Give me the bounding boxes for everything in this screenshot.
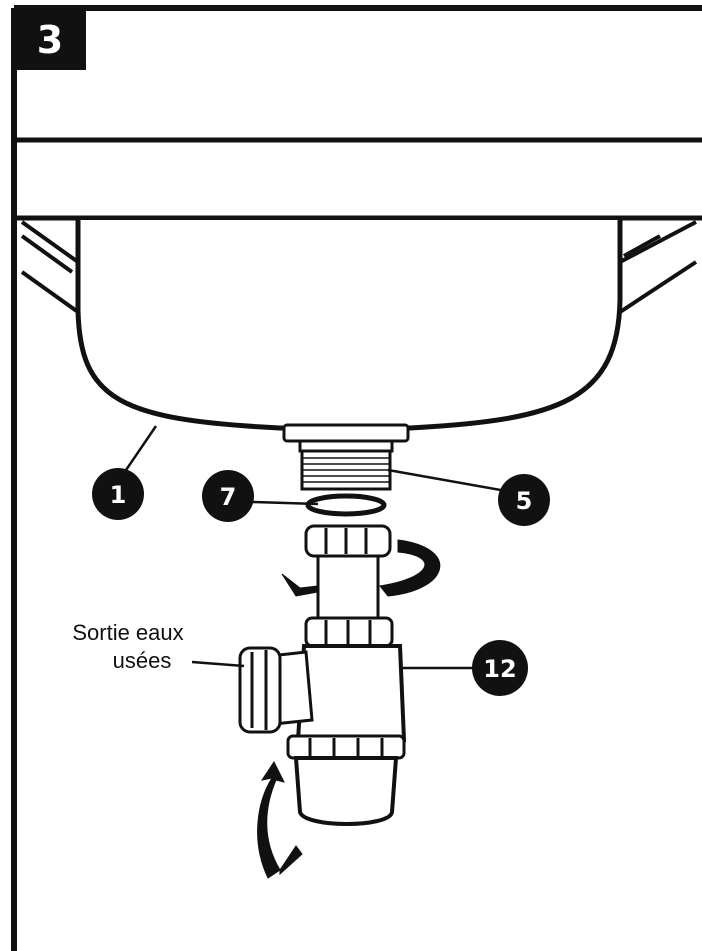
trap-middle-nut <box>304 616 394 648</box>
callout-12-label: 12 <box>483 655 516 683</box>
callout-7-label: 7 <box>220 483 237 511</box>
screw-direction-arrow <box>257 761 303 879</box>
step-badge: 3 <box>14 8 86 70</box>
rotation-arrow <box>281 539 441 597</box>
frame <box>11 5 702 951</box>
callout-12: 12 <box>472 640 528 696</box>
callout-1: 1 <box>92 468 144 520</box>
leader-lines <box>124 425 513 670</box>
callout-5-label: 5 <box>516 487 533 515</box>
trap-inlet-tube <box>316 554 380 624</box>
step-number: 3 <box>37 18 63 62</box>
outlet-label-line2: usées <box>113 648 172 673</box>
bottle-trap-cup <box>293 756 399 826</box>
countertop <box>14 137 702 221</box>
trap-top-nut <box>304 524 392 558</box>
callout-5: 5 <box>498 474 550 526</box>
trap-bottom-nut <box>286 734 406 760</box>
outlet-label-line1: Sortie eaux <box>72 620 183 645</box>
sink-basin <box>75 220 623 431</box>
drain-outlet <box>282 423 410 491</box>
bottle-trap-body <box>295 644 407 742</box>
side-outlet <box>238 646 314 734</box>
callout-1-label: 1 <box>110 481 127 509</box>
callout-7: 7 <box>202 470 254 522</box>
gasket <box>305 493 387 517</box>
